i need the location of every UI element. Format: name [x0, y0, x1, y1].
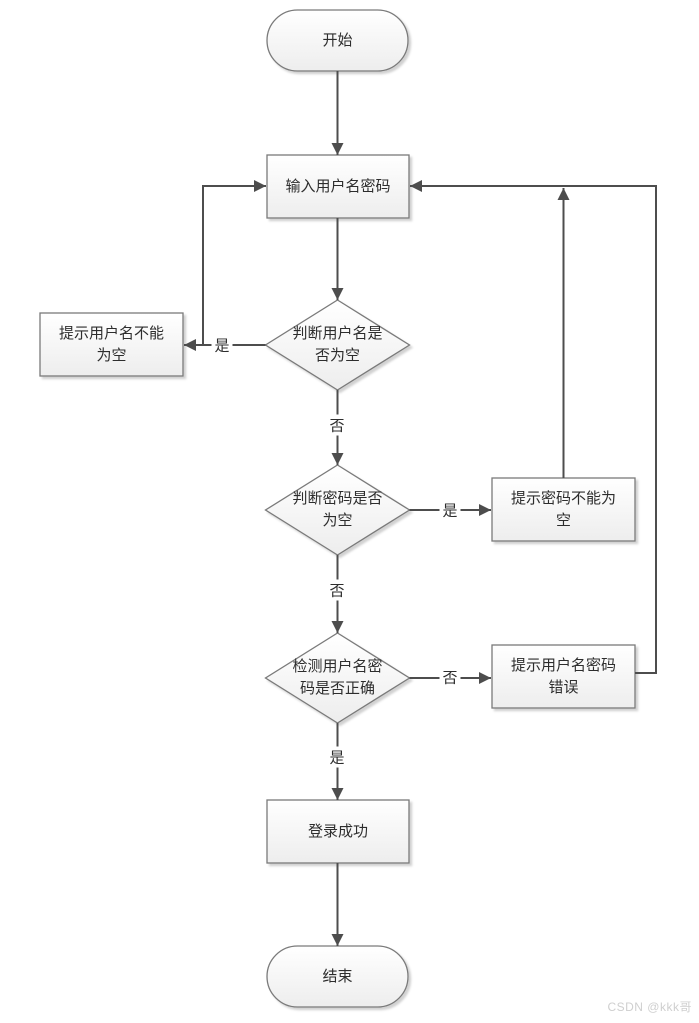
end-node: 结束	[322, 967, 353, 985]
edge-label-username-empty-yes: 是	[211, 334, 233, 356]
login-success-node-shape	[266, 799, 410, 864]
prompt-password-empty-node: 提示密码不能为 空	[510, 489, 616, 529]
prompt-username-empty-node: 提示用户名不能 为空	[58, 324, 164, 364]
prompt-password-empty-shape	[491, 477, 636, 542]
edge-label-credentials-wrong-no: 否	[439, 666, 461, 688]
prompt-credentials-wrong-shape	[491, 644, 636, 709]
login-success-node: 登录成功	[307, 822, 368, 840]
edge-label-password-empty-yes: 是	[439, 499, 461, 521]
edge-label-credentials-ok-yes: 是	[326, 746, 348, 768]
edge-loop-username-to-input	[202, 180, 266, 345]
edge-label-password-empty-no: 否	[326, 579, 348, 601]
start-node: 开始	[322, 31, 353, 49]
check-username-node: 判断用户名是 否为空	[292, 325, 383, 364]
prompt-credentials-wrong-node: 提示用户名密码 错误	[510, 656, 616, 696]
edge-loop-credentials-to-input	[410, 180, 657, 674]
edge-label-username-empty-no: 否	[326, 414, 348, 436]
watermark: CSDN @kkk哥	[607, 1000, 692, 1014]
prompt-username-empty-shape	[39, 312, 184, 377]
check-credentials-node: 检测用户名密 码是否正确	[292, 658, 383, 697]
check-password-node: 判断密码是否 为空	[292, 490, 383, 529]
input-node: 输入用户名密码	[285, 177, 391, 195]
input-node-shape	[266, 154, 410, 219]
